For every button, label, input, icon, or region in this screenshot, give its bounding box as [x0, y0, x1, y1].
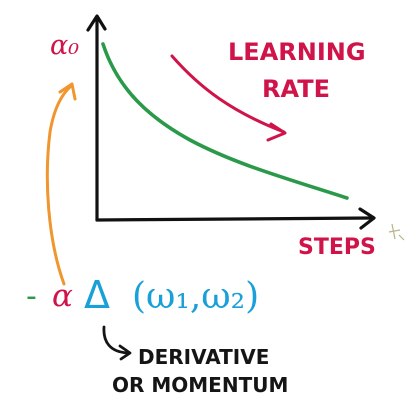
x-axis-label: STEPS: [298, 235, 376, 260]
formula-alpha: α: [52, 278, 73, 314]
axes: [86, 14, 376, 230]
annotation-line2: OR MOMENTUM: [112, 373, 288, 397]
learning-rate-curve: [101, 42, 349, 200]
red-arrow: [170, 54, 287, 142]
formula-args: (ω₁,ω₂): [132, 276, 259, 317]
formula-delta: Δ: [84, 273, 110, 317]
x-axis-line: [95, 216, 374, 222]
y-axis-label: α₀: [50, 30, 79, 61]
annotation-arrow: [102, 325, 132, 361]
annotation-line1: DERIVATIVE: [138, 345, 269, 369]
learning-rate-label-line1: LEARNING: [228, 38, 366, 66]
y-axis-arrowhead: [86, 14, 107, 32]
orange-arrow: [45, 82, 77, 286]
faint-mark: [388, 223, 405, 241]
x-axis-arrowhead: [358, 207, 376, 230]
learning-rate-label-line2: RATE: [262, 75, 330, 103]
formula-minus: -: [26, 279, 37, 314]
